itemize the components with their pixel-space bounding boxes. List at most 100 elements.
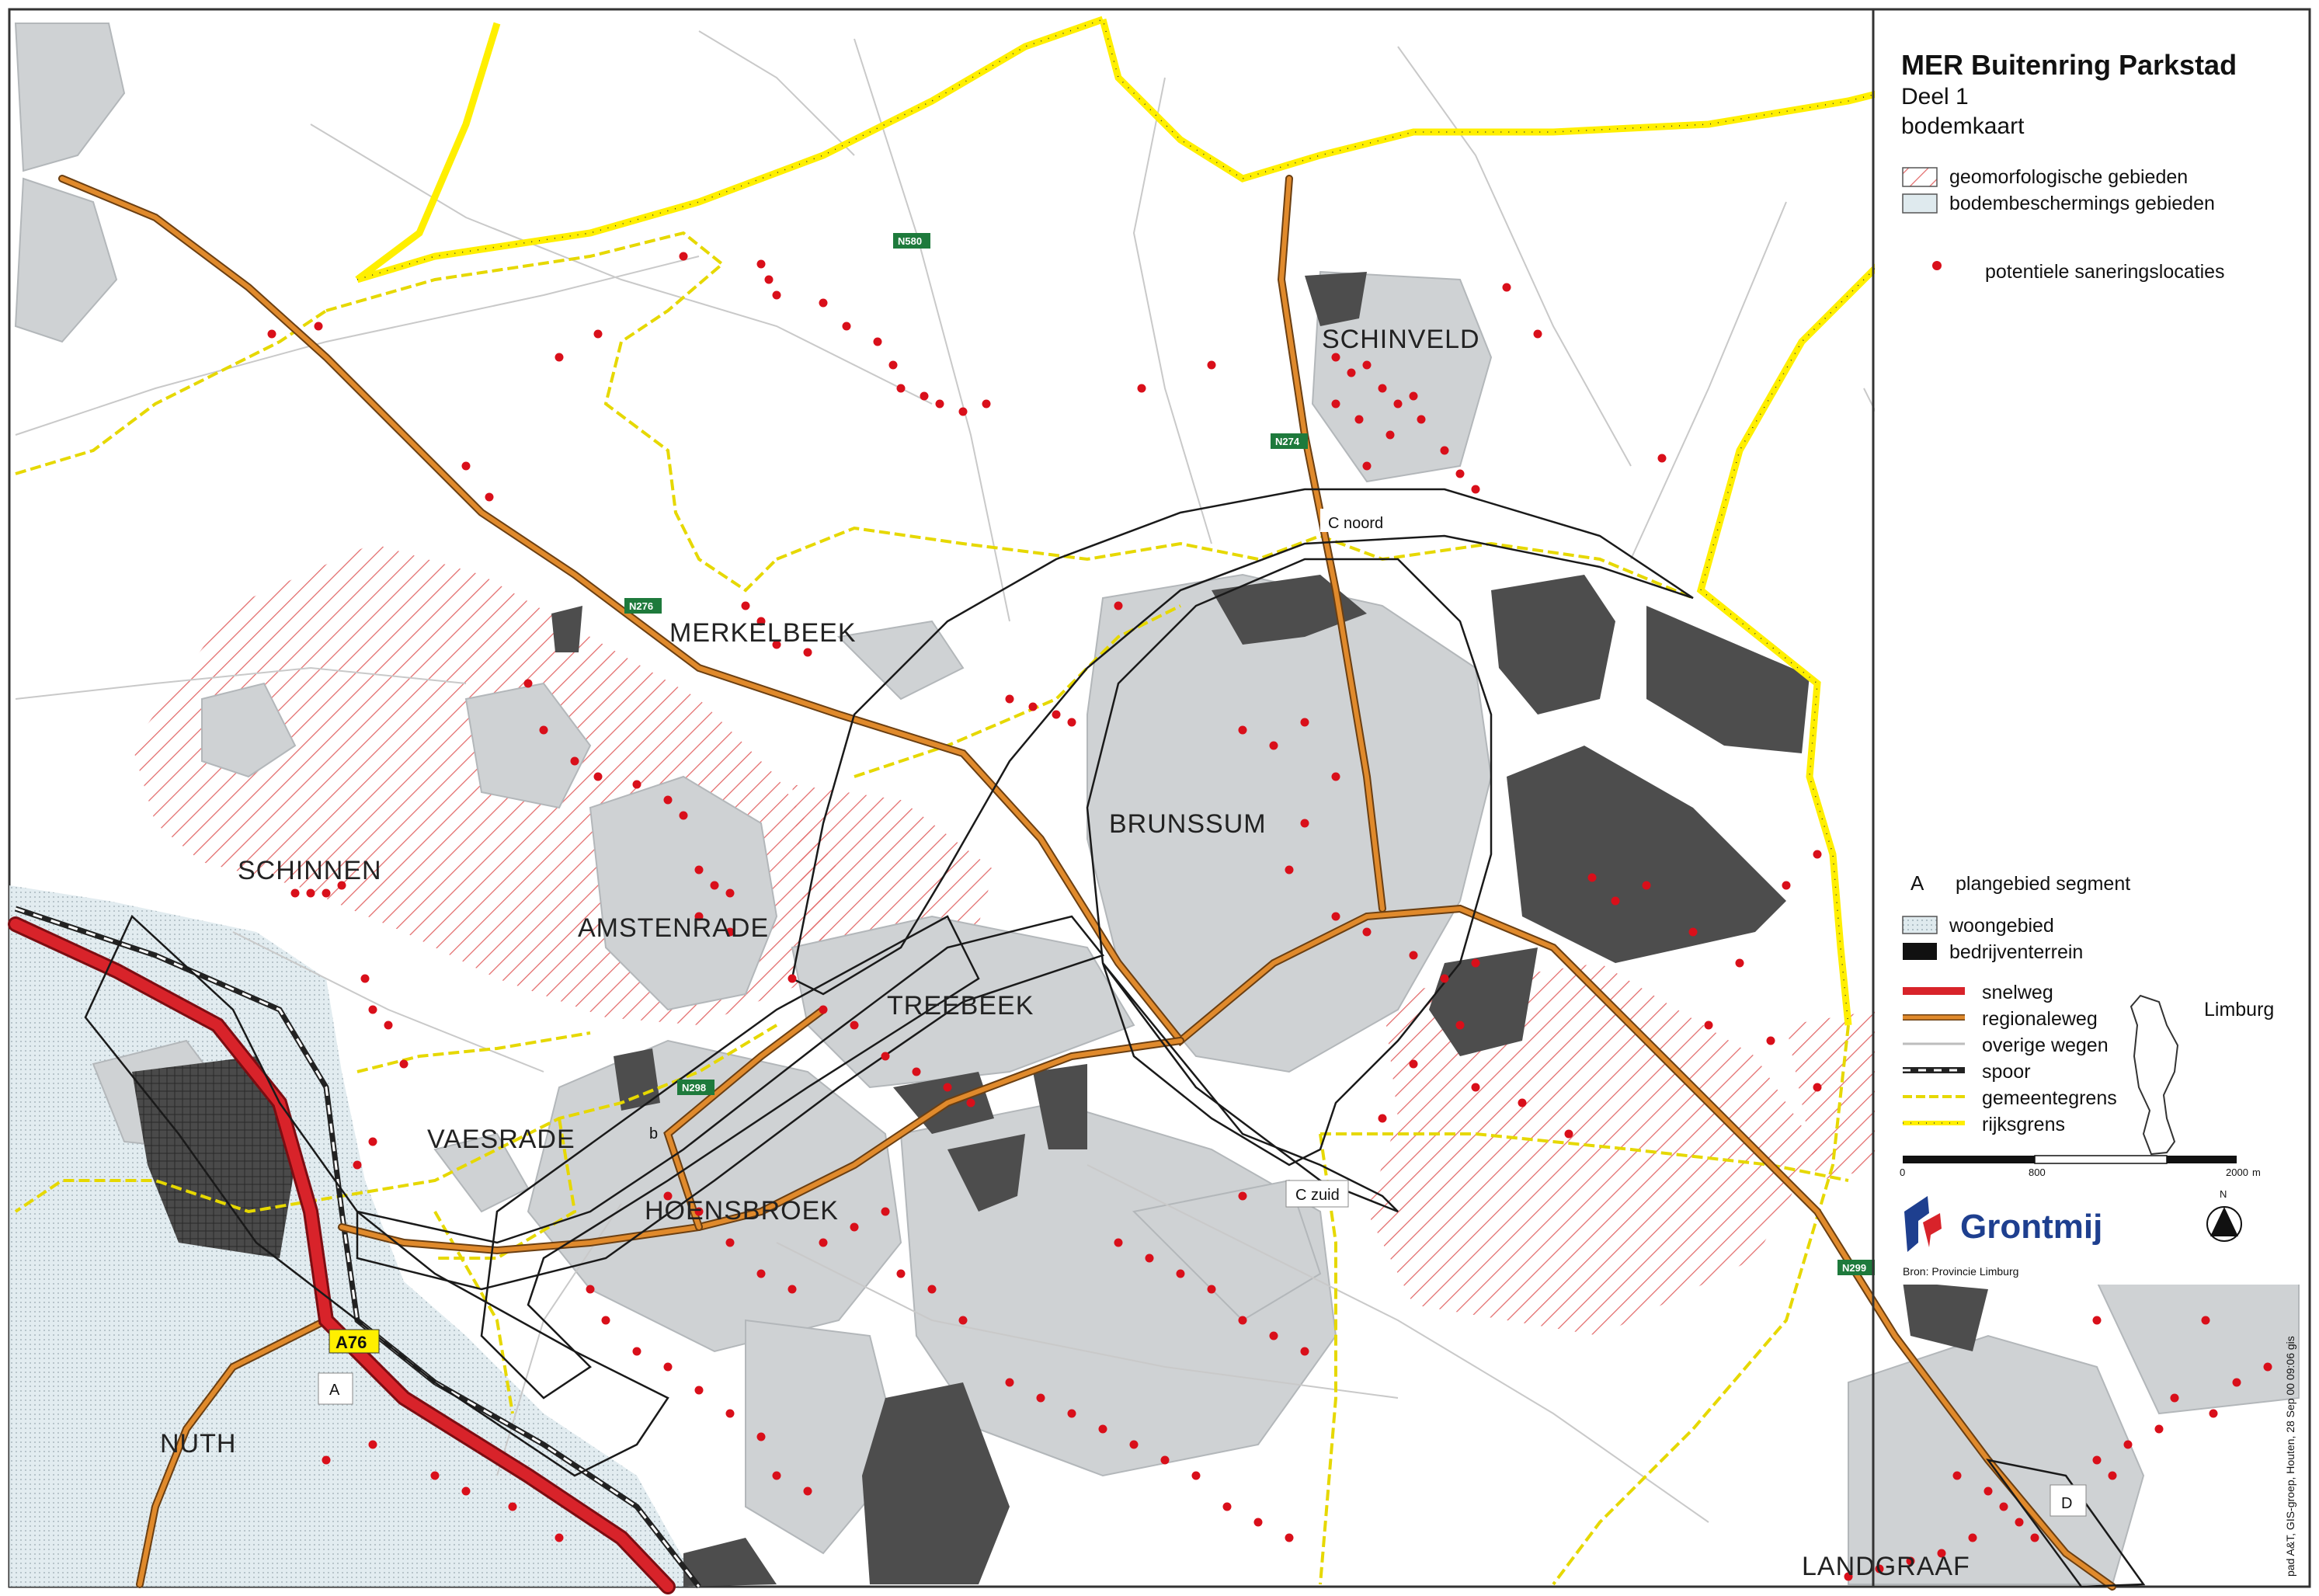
spoor-line <box>14 906 701 1589</box>
segment-hoensbroek-outline <box>480 915 980 1400</box>
legend-snelweg: snelweg <box>1982 982 2053 1003</box>
sanering-dot <box>1285 1533 1294 1542</box>
sanering-dot <box>1937 1549 1946 1558</box>
sanering-dot <box>593 329 603 339</box>
title-main: MER Buitenring Parkstad <box>1901 49 2237 81</box>
sanering-dot <box>2263 1362 2272 1372</box>
sanering-dot <box>1362 360 1372 370</box>
sanering-dot <box>1906 1556 1915 1566</box>
sanering-dot <box>1533 329 1542 339</box>
town-hoensbroek: HOENSBROEK <box>645 1196 839 1226</box>
sanering-dot <box>2154 1424 2164 1434</box>
town-merkelbeek: MERKELBEEK <box>669 618 857 648</box>
legend-spoor: spoor <box>1982 1061 2031 1083</box>
sanering-dot <box>2123 1440 2133 1449</box>
sanering-dot <box>1098 1424 1107 1434</box>
legend-regionaleweg: regionaleweg <box>1982 1008 2098 1030</box>
sanering-dot <box>803 1486 812 1496</box>
sanering-dot <box>1137 384 1146 393</box>
sanering-dot <box>694 865 704 874</box>
legend-geomorph: geomorfologische gebieden <box>1949 166 2188 188</box>
sanering-dot <box>290 888 300 898</box>
town-amstenrade: AMSTENRADE <box>578 913 769 943</box>
road-signs: N580 N274 N276 N298 N299 A76 <box>329 233 1875 1354</box>
sanering-dot <box>1028 702 1038 711</box>
sanering-dot <box>461 1486 471 1496</box>
snelweg-a76 <box>10 919 673 1592</box>
sanering-dot <box>1176 1269 1185 1278</box>
sanering-dot <box>508 1502 517 1511</box>
town-nuth: NUTH <box>160 1429 236 1459</box>
sanering-dot <box>322 1455 331 1465</box>
sanering-dot <box>586 1285 595 1294</box>
sanering-dot <box>920 391 929 401</box>
sanering-dot <box>803 648 812 657</box>
plot-stamp: pad A&T, GIS-groep, Houten, 28 Sep 00 09… <box>2284 1336 2296 1577</box>
sanering-dot <box>1145 1254 1154 1263</box>
sanering-dot <box>322 888 331 898</box>
sanering-dot <box>360 974 370 983</box>
sanering-dot <box>1052 710 1061 719</box>
sanering-dot <box>2232 1378 2241 1387</box>
sanering-dot <box>399 1059 409 1069</box>
sanering-dot <box>555 353 564 362</box>
sanering-dot <box>1455 469 1465 478</box>
sanering-dot <box>2015 1518 2024 1527</box>
sanering-dot <box>850 1222 859 1232</box>
sanering-dot <box>694 912 704 921</box>
title-line3: bodemkaart <box>1901 113 2025 139</box>
town-vaesrade: VAESRADE <box>427 1125 575 1154</box>
legend-swatch-bedrijventerrein <box>1903 943 1937 960</box>
sanering-dot <box>756 617 766 626</box>
sanering-dot <box>1409 391 1418 401</box>
legend-sanering: potentiele saneringslocaties <box>1985 261 2225 283</box>
town-schinnen: SCHINNEN <box>238 856 382 885</box>
sanering-dot <box>943 1083 952 1092</box>
sanering-dot <box>1005 694 1014 704</box>
segment-c-noord: C noord <box>1328 515 1383 532</box>
sanering-dot <box>1331 399 1340 409</box>
sanering-dot <box>1813 1083 1822 1092</box>
sanering-dot <box>384 1021 393 1030</box>
sanering-dot <box>1782 881 1791 890</box>
sanering-dot <box>1409 1059 1418 1069</box>
scale-unit: m <box>2252 1167 2261 1178</box>
sanering-dot <box>353 1160 362 1170</box>
sanering-dot <box>1471 485 1480 494</box>
geomorph-area-east <box>1367 963 1817 1336</box>
sanering-dot <box>485 492 494 502</box>
sanering-dot <box>368 1440 377 1449</box>
sanering-dot <box>368 1005 377 1014</box>
sanering-dot <box>725 1238 735 1247</box>
sanering-dot <box>741 601 750 610</box>
logo-grontmij: Grontmij <box>1904 1196 2102 1252</box>
sanering-dot <box>1036 1393 1045 1403</box>
sanering-dot <box>787 974 797 983</box>
sanering-dot <box>1440 446 1449 455</box>
segment-a-outline <box>84 914 669 1477</box>
sanering-dot <box>1067 718 1076 727</box>
sanering-dot <box>368 1137 377 1146</box>
sanering-dot <box>679 252 688 261</box>
sanering-dot <box>1285 865 1294 874</box>
sanering-dot <box>1269 1331 1278 1340</box>
sanering-dot <box>267 329 276 339</box>
plangebied-segmenten <box>84 488 2146 1588</box>
sanering-dot <box>1114 601 1123 610</box>
segment-c-zuid: C zuid <box>1295 1187 1340 1204</box>
source-note: Bron: Provincie Limburg <box>1903 1265 2018 1278</box>
sanering-dot <box>1362 927 1372 937</box>
sanering-dot <box>756 259 766 269</box>
inset-limburg-outline <box>2130 994 2179 1156</box>
sanering-dot <box>1238 1191 1247 1201</box>
scale-tick-2000: 2000 <box>2226 1167 2248 1178</box>
sanering-dot <box>881 1052 890 1061</box>
sanering-dot <box>1642 881 1651 890</box>
sanering-dot <box>1688 927 1698 937</box>
road-n274: N274 <box>1275 436 1300 447</box>
sanering-dot <box>2092 1455 2102 1465</box>
sanering-dot <box>1331 353 1340 362</box>
sanering-dot <box>873 337 882 346</box>
